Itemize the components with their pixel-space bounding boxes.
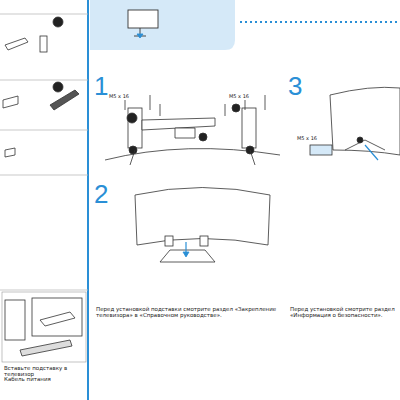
- tv-icon: [128, 10, 158, 38]
- step-number: 1: [94, 72, 108, 102]
- parts-panel: [0, 0, 88, 400]
- header-tab: [90, 0, 235, 50]
- step2-drawing: [135, 188, 270, 263]
- callout-frame: [2, 292, 86, 362]
- note-text: Перед установкой подставки смотрите разд…: [96, 306, 281, 319]
- dotted-rule: [240, 21, 400, 23]
- screw-label: M5 x 16: [108, 94, 130, 100]
- step-number: 2: [94, 180, 108, 210]
- step-number: 3: [288, 72, 302, 102]
- step3-drawing: [310, 87, 400, 160]
- screw-label: M5 x 16: [296, 136, 318, 142]
- note-text: Перед установкой смотрите раздел «Информ…: [290, 306, 396, 319]
- step1-drawing: [105, 95, 280, 165]
- screw-label: M5 x 16: [228, 94, 250, 100]
- callout-text: Вставьте подставку в телевизор: [4, 365, 86, 378]
- callout-text: Кабель питания: [4, 376, 86, 382]
